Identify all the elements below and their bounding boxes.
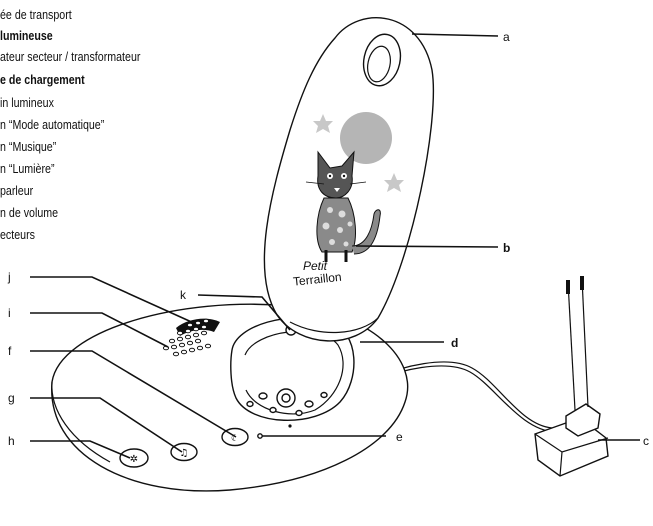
music-note-icon: ♫: [180, 448, 189, 459]
power-adapter: [534, 276, 609, 477]
leader-i: [30, 312, 169, 348]
leader-a: [411, 33, 499, 37]
callout-d: d: [451, 336, 458, 350]
legend-item-adaptateur: ateur secteur / transformateur: [0, 49, 141, 64]
leader-g: [30, 397, 183, 453]
leader-h: [30, 440, 131, 459]
callout-f: f: [8, 344, 12, 358]
callout-i: i: [8, 306, 11, 320]
callout-b: b: [503, 241, 510, 255]
callout-a: a: [503, 30, 510, 44]
speaker-grille: [162, 318, 212, 357]
cat-illustration: [305, 150, 381, 262]
legend-item-connecteurs: ecteurs: [0, 227, 35, 242]
legend-item-veilleuse: lumineuse: [0, 28, 53, 43]
callout-h: h: [8, 434, 15, 448]
night-light: Petit Terraillon: [263, 17, 435, 342]
legend-item-musique: n “Musique”: [0, 139, 57, 154]
brand-terraillon: Terraillon: [292, 270, 342, 289]
leader-b: [355, 245, 499, 248]
legend-item-temoin: in lumineux: [0, 95, 54, 110]
callout-e: e: [396, 430, 403, 444]
brand-petit: Petit: [303, 259, 328, 273]
carry-handle[interactable]: [359, 31, 405, 89]
power-cable: [381, 365, 556, 433]
legend-item-haut-parleur: parleur: [0, 183, 34, 198]
legend-item-lumiere: n “Lumière”: [0, 161, 55, 176]
legend-item-volume: n de volume: [0, 205, 59, 220]
leader-j: [30, 276, 197, 325]
callout-c: c: [643, 434, 649, 448]
star-illustration: [313, 114, 333, 133]
charging-base: ✲ ♫ ☾: [51, 303, 409, 492]
star-illustration-2: [384, 173, 404, 192]
callout-g: g: [8, 391, 15, 405]
moon-illustration: [340, 112, 392, 164]
legend-item-base: e de chargement: [0, 72, 85, 87]
leader-k: [197, 294, 291, 331]
callout-j: j: [7, 270, 11, 284]
light-icon: ✲: [130, 454, 138, 465]
callout-k: k: [180, 288, 187, 302]
legend-item-auto: n “Mode automatique”: [0, 117, 105, 132]
power-led: [257, 433, 263, 439]
leader-f: [30, 350, 237, 438]
music-button[interactable]: ♫: [170, 442, 198, 462]
power-cable-inner: [383, 361, 553, 429]
light-button[interactable]: ✲: [119, 448, 149, 468]
auto-mode-icon: ☾: [231, 434, 239, 444]
legend-item-transport: ée de transport: [0, 7, 72, 22]
